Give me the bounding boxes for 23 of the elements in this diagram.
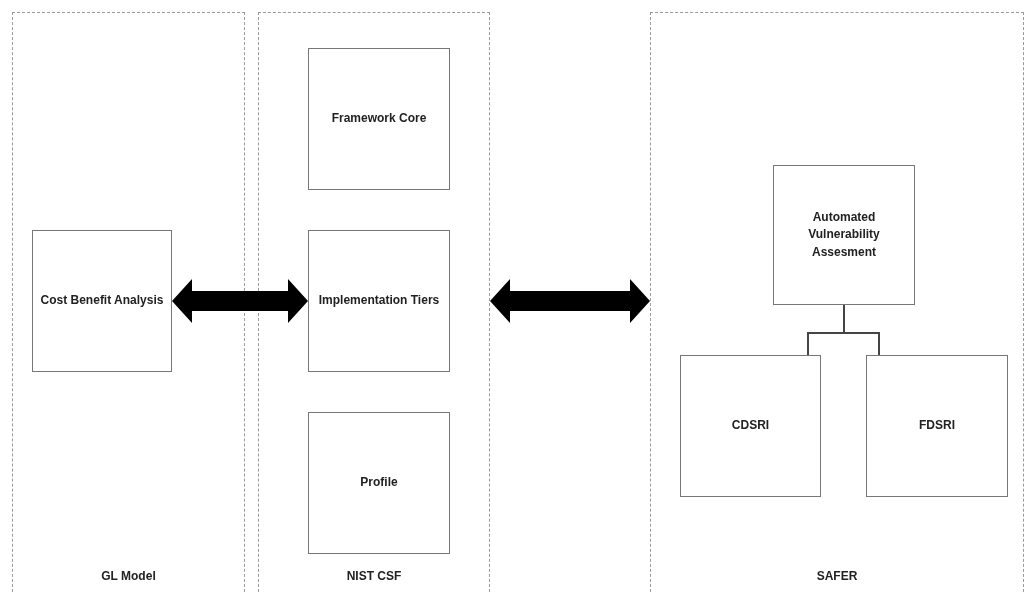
connector-line: [843, 304, 880, 356]
box-label: Cost Benefit Analysis: [40, 292, 164, 310]
panel-label: SAFER: [815, 569, 859, 583]
process-box: [773, 165, 915, 305]
dashed-group-panel: [12, 12, 245, 592]
process-box: [308, 48, 450, 190]
process-box: [308, 230, 450, 372]
box-label: Framework Core: [331, 110, 427, 128]
box-label: CDSRI: [731, 417, 770, 435]
dashed-group-panel: [258, 12, 490, 592]
double-block-arrow: [490, 279, 650, 323]
box-label: FDSRI: [919, 417, 955, 435]
box-label: Implementation Tiers: [318, 292, 440, 310]
box-label: Profile: [360, 474, 398, 492]
process-box: [866, 355, 1008, 497]
process-box: [308, 412, 450, 554]
double-block-arrow: [172, 279, 308, 323]
panel-label: NIST CSF: [345, 569, 403, 583]
box-label: Automated Vulnerability Assesment: [807, 208, 881, 261]
process-box: [680, 355, 821, 497]
process-box: [32, 230, 172, 372]
panel-label: GL Model: [100, 569, 157, 583]
dashed-group-panel: [650, 12, 1024, 592]
